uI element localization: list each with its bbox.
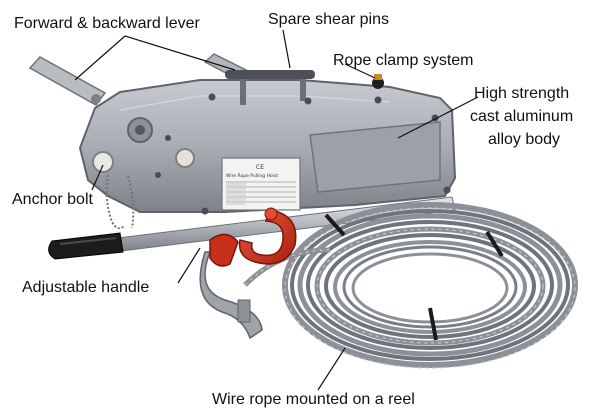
wire-rope-reel xyxy=(243,202,578,369)
leader-lines xyxy=(74,29,479,391)
label-wire-rope-reel: Wire rope mounted on a reel xyxy=(212,391,415,408)
label-body-line1: High strength xyxy=(474,85,570,102)
nameplate: CE Wire Rope Pulling Hoist xyxy=(221,157,301,211)
plate-title: Wire Rope Pulling Hoist xyxy=(226,173,278,179)
label-adjustable-handle: Adjustable handle xyxy=(22,279,150,296)
label-body-line3: alloy body xyxy=(488,131,561,148)
label-spare-shear-pins: Spare shear pins xyxy=(268,11,389,28)
label-rope-clamp-system: Rope clamp system xyxy=(333,52,474,69)
label-anchor-bolt: Anchor bolt xyxy=(12,191,93,208)
label-forward-backward-lever: Forward & backward lever xyxy=(14,15,200,32)
hoist-body xyxy=(28,53,457,230)
plate-mark: CE xyxy=(256,164,264,171)
label-body-line2: cast aluminum xyxy=(470,108,574,125)
hook-assembly xyxy=(199,207,297,340)
